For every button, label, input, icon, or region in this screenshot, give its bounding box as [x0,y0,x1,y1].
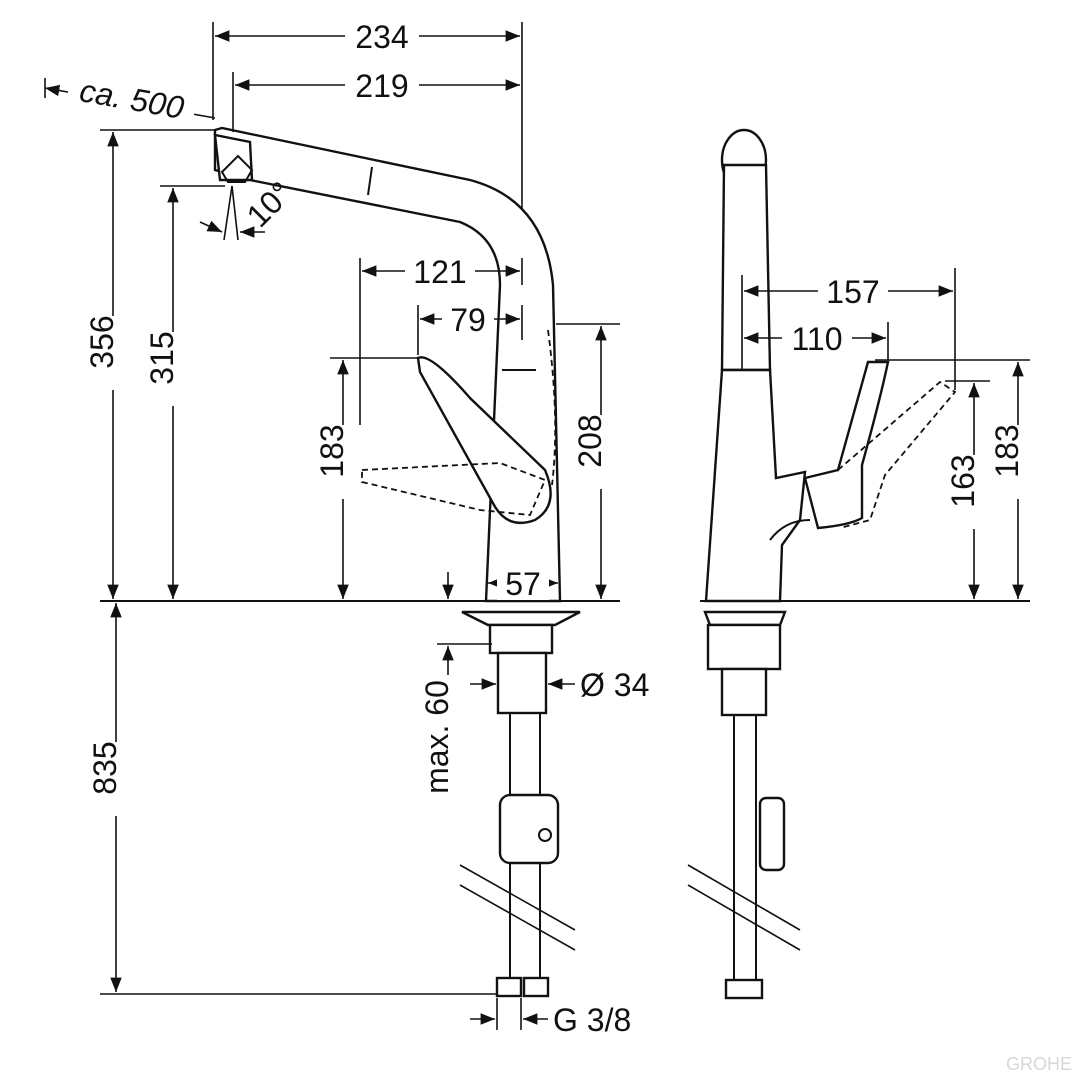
dim-label-60: max. 60 [419,680,455,794]
side-lever [803,360,890,530]
side-base-nut [706,623,782,671]
label-bg-57 [497,566,549,600]
front-view [100,126,620,998]
side-base-thread [720,667,768,717]
label-bg-163 [956,455,992,529]
lever-swing-arc [547,329,557,486]
label-bg-315 [155,332,191,406]
dim-label-315: 315 [144,331,180,384]
side-cut-line-a [687,864,801,931]
weight-block [498,793,560,865]
lever-alt-position [361,462,547,516]
label-bg-219 [345,67,419,103]
weight-dot [538,828,552,842]
base-nut [488,623,554,655]
label-bg-110 [782,320,852,356]
connector-left [495,976,523,998]
watermark: GROHE [1006,1054,1072,1074]
angle-line-a [223,185,233,241]
side-spout-column [720,163,772,372]
cut-line-b [459,884,576,951]
dim-label-835: 835 [87,741,123,794]
label-bg-79 [442,301,494,337]
dim-label-234: 234 [355,19,408,55]
dim-label-57: 57 [505,566,541,602]
connector-right [522,976,550,998]
side-view [687,128,1030,1000]
angle-arrow-left [199,220,223,233]
side-weight [758,796,786,872]
dim-label-pullout: ca. 500 [77,72,187,126]
front-dimensions: 234 219 ca. 500 10° 356 315 121 [44,18,649,1038]
dim-label-219: 219 [355,68,408,104]
dim-label-121: 121 [413,254,466,290]
angle-line-b [231,185,239,241]
side-dimensions: 157 110 163 183 [741,268,1036,599]
dim-label-183-front: 183 [314,424,350,477]
dim-label-g38: G 3/8 [553,1002,631,1038]
cut-line-a [459,864,576,931]
dim-label-356: 356 [84,315,120,368]
dim-label-157: 157 [826,274,879,310]
label-bg-234 [345,18,419,54]
label-bg-pullout [65,69,199,127]
side-cut-line-b [687,884,801,951]
spout-joint [367,166,373,196]
side-body-curve [769,519,811,541]
base-flange [461,610,581,627]
dim-label-110: 110 [791,321,842,357]
side-base-flange [703,610,787,627]
label-bg-208 [583,415,619,489]
label-bg-835 [98,742,134,816]
side-body [704,368,807,603]
dim-label-163: 163 [945,454,981,507]
lever-handle [416,356,552,525]
label-bg-183-side [1000,425,1036,499]
spray-nozzle [220,154,254,183]
side-lever-alt [837,380,957,529]
dim-label-208: 208 [572,414,608,467]
dim-label-183-side: 183 [989,424,1025,477]
label-bg-356 [95,316,131,390]
side-connector [724,978,764,1000]
label-bg-183-front [325,425,361,499]
dim-label-34: Ø 34 [580,667,649,703]
dim-label-79: 79 [450,302,486,338]
label-bg-121 [405,253,475,289]
label-bg-157 [818,273,888,309]
base-thread [496,651,548,715]
spray-head [213,133,254,182]
